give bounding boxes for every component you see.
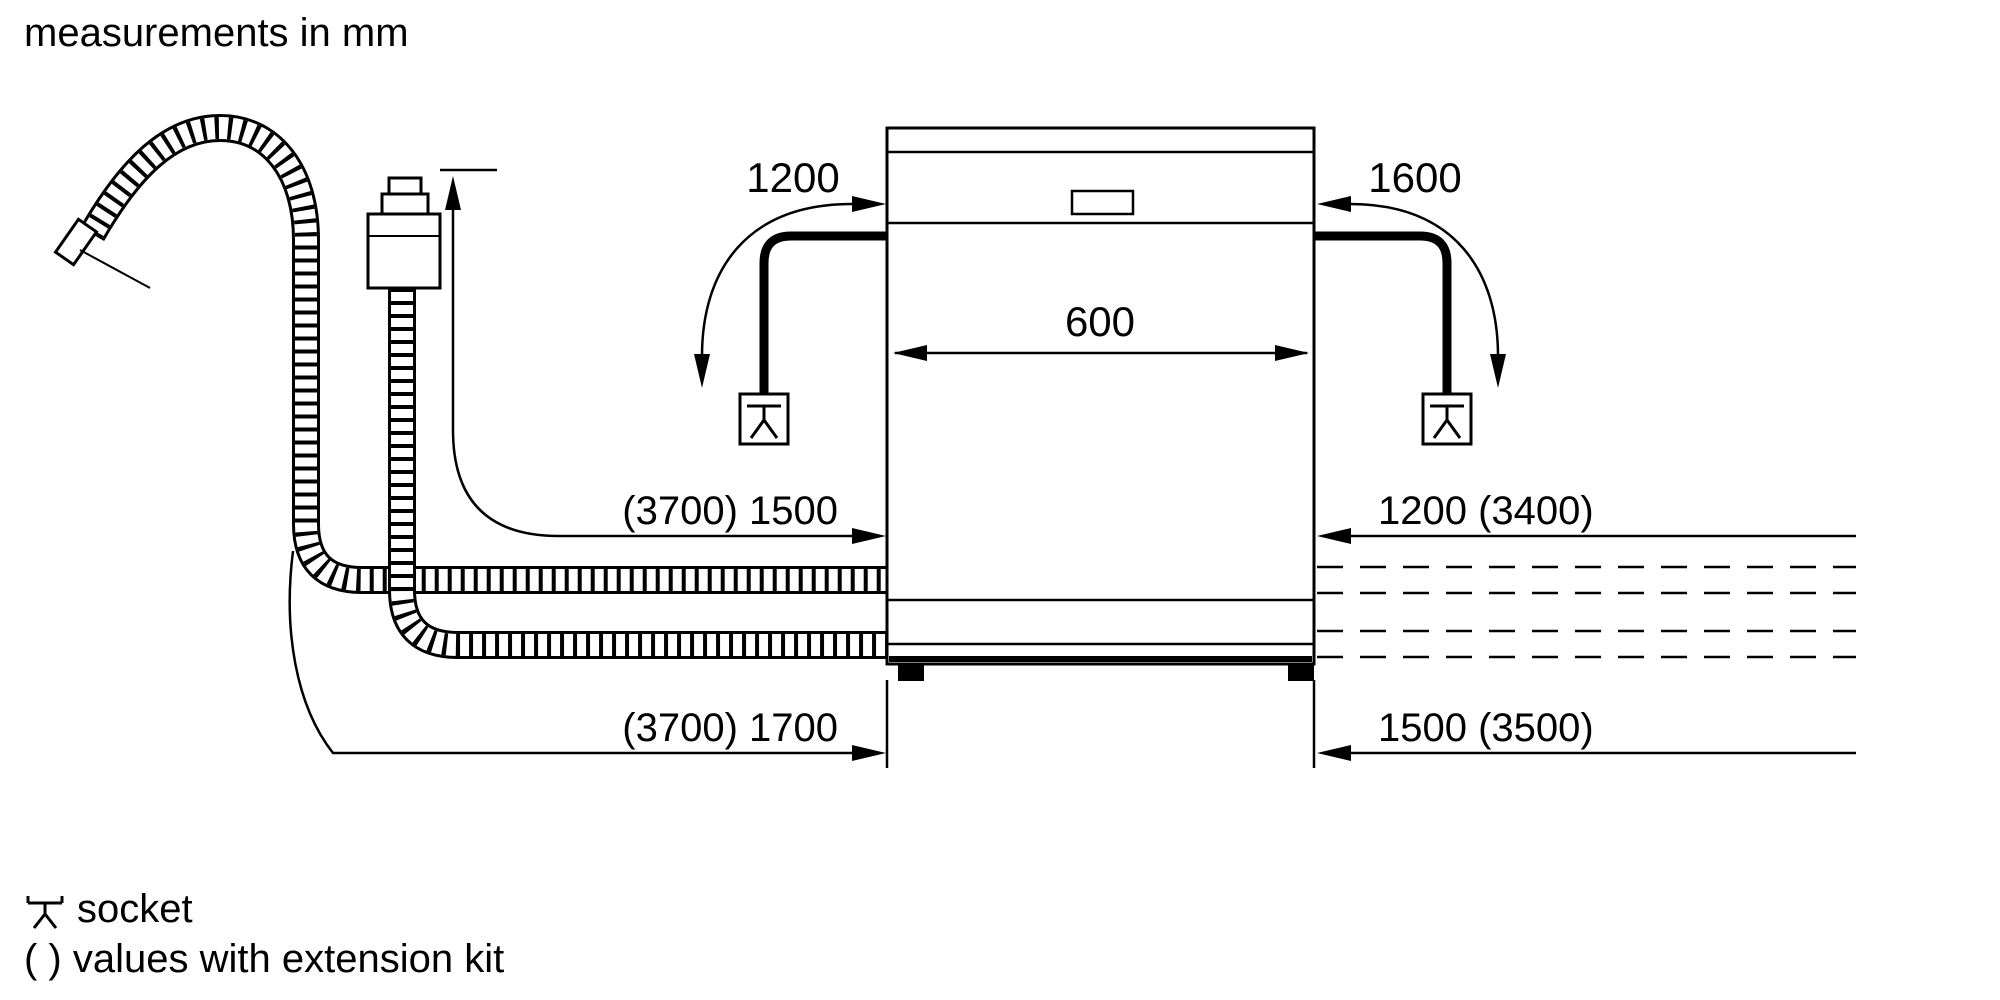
dim-power-cord-left: 1200 <box>694 154 886 388</box>
alternative-hose-routing-dashed <box>1317 565 1856 659</box>
dim-power-cord-right: 1600 <box>1317 154 1506 388</box>
dim-label-drain-right: 1500 (3500) <box>1378 706 1594 750</box>
dim-label-supply-right: 1200 (3400) <box>1378 489 1594 533</box>
dim-supply-hose-left: (3700) 1500 <box>440 168 886 544</box>
dim-label-power-cord-left: 1200 <box>746 154 839 201</box>
units-note: measurements in mm <box>24 11 409 55</box>
dim-label-drain-left: (3700) 1700 <box>622 706 838 750</box>
dishwasher <box>885 126 1316 681</box>
dim-label-power-cord-right: 1600 <box>1368 154 1461 201</box>
dim-supply-hose-right: 1200 (3400) <box>1317 489 1856 544</box>
legend: socket ( ) values with extension kit <box>24 887 504 981</box>
dishwasher-body <box>885 126 1316 666</box>
power-cord-left <box>759 231 887 394</box>
drain-hose <box>53 113 890 594</box>
dishwasher-foot-left <box>898 664 924 681</box>
drain-hose-end-cap <box>53 217 151 289</box>
control-panel-handle <box>1070 189 1135 216</box>
dim-label-supply-left: (3700) 1500 <box>622 489 838 533</box>
dim-appliance-width: 600 <box>893 298 1309 361</box>
supply-hose <box>388 288 890 659</box>
socket-icon-right <box>1421 392 1473 446</box>
dim-drain-hose-right: 1500 (3500) <box>1317 706 1856 761</box>
dim-label-width: 600 <box>1065 298 1135 345</box>
socket-icon-left <box>738 392 790 446</box>
power-cord-right <box>1314 231 1452 394</box>
aquastop-valve <box>366 176 442 290</box>
dishwasher-foot-right <box>1288 664 1314 681</box>
legend-extension-label: ( ) values with extension kit <box>24 937 504 981</box>
dim-drain-hose-left: (3700) 1700 <box>288 550 886 761</box>
legend-socket-label: socket <box>77 887 193 931</box>
socket-legend-icon <box>26 896 64 929</box>
